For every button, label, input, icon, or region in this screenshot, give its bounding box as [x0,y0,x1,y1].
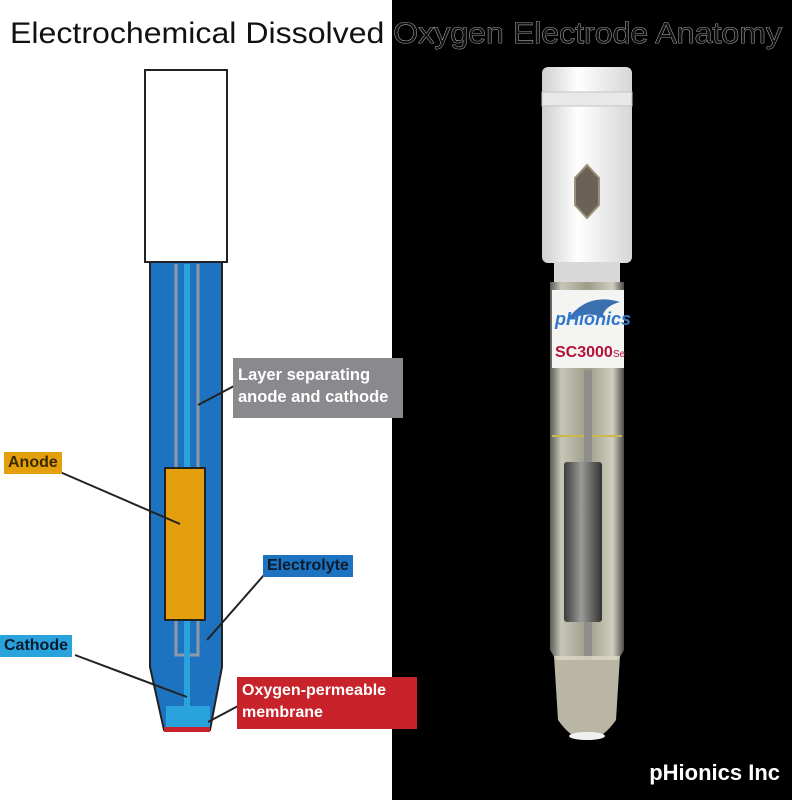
leader-membrane [207,705,239,723]
photo-cap-window [574,163,600,220]
photo-tip [554,656,620,740]
electrode-photo: pHionics SC3000 Se [541,67,633,740]
membrane [164,727,210,732]
leader-layer [197,385,235,406]
label-membrane-line1: Oxygen-permeable [242,682,387,699]
photo-model-suffix: Se [613,349,626,360]
photo-brand-logo: pHionics [554,309,631,329]
photo-tip-end [569,732,605,740]
label-membrane-line2: membrane [242,704,323,721]
label-anode: Anode [4,452,62,474]
electrode-cap [144,69,228,263]
label-separating-layer: Layer separating anode and cathode [233,358,403,418]
label-separating-layer-line1: Layer separating [238,366,371,384]
label-electrolyte: Electrolyte [263,555,353,577]
label-cathode: Cathode [0,635,72,657]
cathode-tip [166,706,210,728]
photo-anode [564,462,602,622]
title-svg: Electrochemical Dissolved Oxygen Electro… [10,17,783,51]
label-separating-layer-line2: anode and cathode [238,388,389,406]
photo-cap-ridge [541,91,633,107]
photo-neck [554,262,620,282]
page-title: Electrochemical Dissolved Oxygen Electro… [10,17,782,50]
leader-electrolyte [206,574,265,641]
dolphin-icon [567,299,620,320]
leader-cathode [74,654,188,698]
label-membrane: Oxygen-permeable membrane [237,677,417,729]
title-wrap: Electrochemical Dissolved Oxygen Electro… [0,14,792,54]
anode-block [164,467,206,621]
electrode-diagram [59,69,265,732]
leader-anode [59,471,181,525]
photo-model: SC3000 [555,344,613,361]
brand-credit: pHionics Inc [649,760,780,785]
